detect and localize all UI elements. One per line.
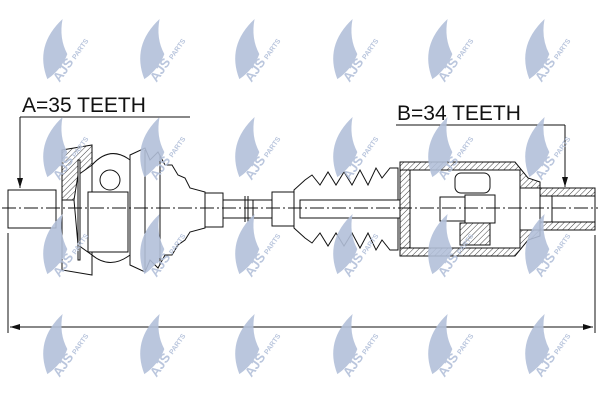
svg-text:PARTS: PARTS: [553, 136, 572, 159]
svg-text:PARTS: PARTS: [456, 38, 475, 61]
svg-text:PARTS: PARTS: [263, 136, 282, 159]
drive-shaft: [2, 144, 598, 276]
svg-text:PARTS: PARTS: [71, 333, 90, 356]
svg-text:PARTS: PARTS: [361, 333, 380, 356]
svg-text:PARTS: PARTS: [361, 136, 380, 159]
svg-text:PARTS: PARTS: [71, 38, 90, 61]
boot-clamp-right: [271, 191, 295, 227]
svg-text:PARTS: PARTS: [263, 233, 282, 256]
label-b-teeth: B=34 TEETH: [397, 102, 521, 125]
annotation-b: B=34 TEETH: [396, 102, 568, 187]
left-spline-stub: [7, 189, 57, 229]
svg-text:PARTS: PARTS: [263, 333, 282, 356]
boot-clamp-left: [204, 192, 224, 228]
svg-text:PARTS: PARTS: [168, 136, 187, 159]
svg-text:PARTS: PARTS: [168, 333, 187, 356]
annotation-a: A=35 TEETH: [17, 94, 190, 188]
svg-text:PARTS: PARTS: [168, 38, 187, 61]
svg-text:PARTS: PARTS: [263, 38, 282, 61]
length-dimension: [7, 233, 596, 333]
svg-text:PARTS: PARTS: [456, 136, 475, 159]
svg-text:PARTS: PARTS: [553, 38, 572, 61]
label-a-teeth: A=35 TEETH: [22, 94, 146, 117]
svg-text:PARTS: PARTS: [361, 38, 380, 61]
right-spline-stub: [539, 195, 596, 223]
svg-text:PARTS: PARTS: [553, 233, 572, 256]
svg-text:PARTS: PARTS: [553, 333, 572, 356]
svg-text:PARTS: PARTS: [456, 333, 475, 356]
